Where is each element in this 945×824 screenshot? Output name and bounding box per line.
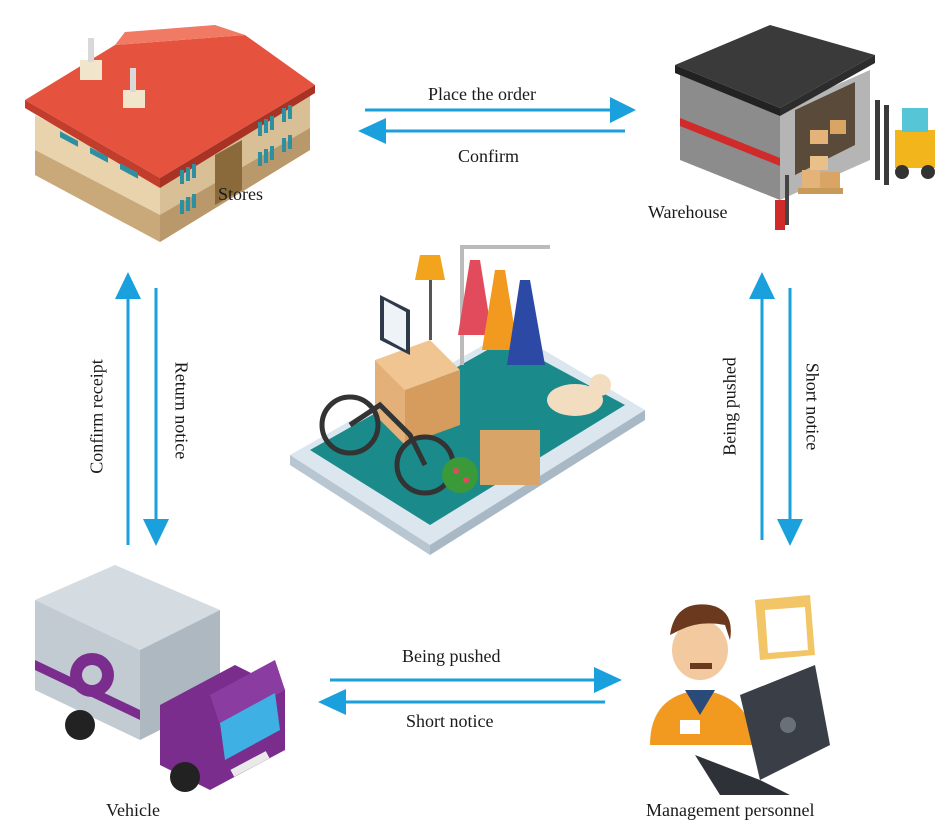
arrow-being-pushed-bottom <box>330 667 622 693</box>
edge-label-confirm-receipt: Confirm receipt <box>86 359 107 474</box>
arrow-confirm-receipt <box>115 272 141 545</box>
central-shopping-illustration <box>290 245 645 555</box>
warehouse-illustration <box>675 25 935 230</box>
arrow-short-notice-right <box>777 288 803 546</box>
vehicle-label: Vehicle <box>106 800 160 820</box>
stores-building-illustration <box>25 25 315 242</box>
management-personnel-label: Management personnel <box>646 800 815 820</box>
stores-label: Stores <box>218 184 263 204</box>
arrow-being-pushed-right <box>749 272 775 540</box>
arrow-short-notice-bottom <box>318 689 605 715</box>
vehicle-truck-illustration <box>35 565 285 792</box>
edge-label-being-pushed-bottom: Being pushed <box>402 646 501 666</box>
edge-label-short-notice-right: Short notice <box>802 362 823 451</box>
edge-label-return-notice: Return notice <box>171 361 192 460</box>
warehouse-label: Warehouse <box>648 202 728 222</box>
edge-label-place-order: Place the order <box>428 84 536 104</box>
arrow-place-order <box>365 97 636 123</box>
edge-label-being-pushed-right: Being pushed <box>719 357 740 456</box>
management-personnel-illustration <box>650 595 830 795</box>
arrow-return-notice <box>143 288 169 546</box>
arrow-confirm <box>358 118 625 144</box>
edge-label-confirm: Confirm <box>458 146 519 166</box>
edge-label-short-notice-bottom: Short notice <box>406 711 494 731</box>
